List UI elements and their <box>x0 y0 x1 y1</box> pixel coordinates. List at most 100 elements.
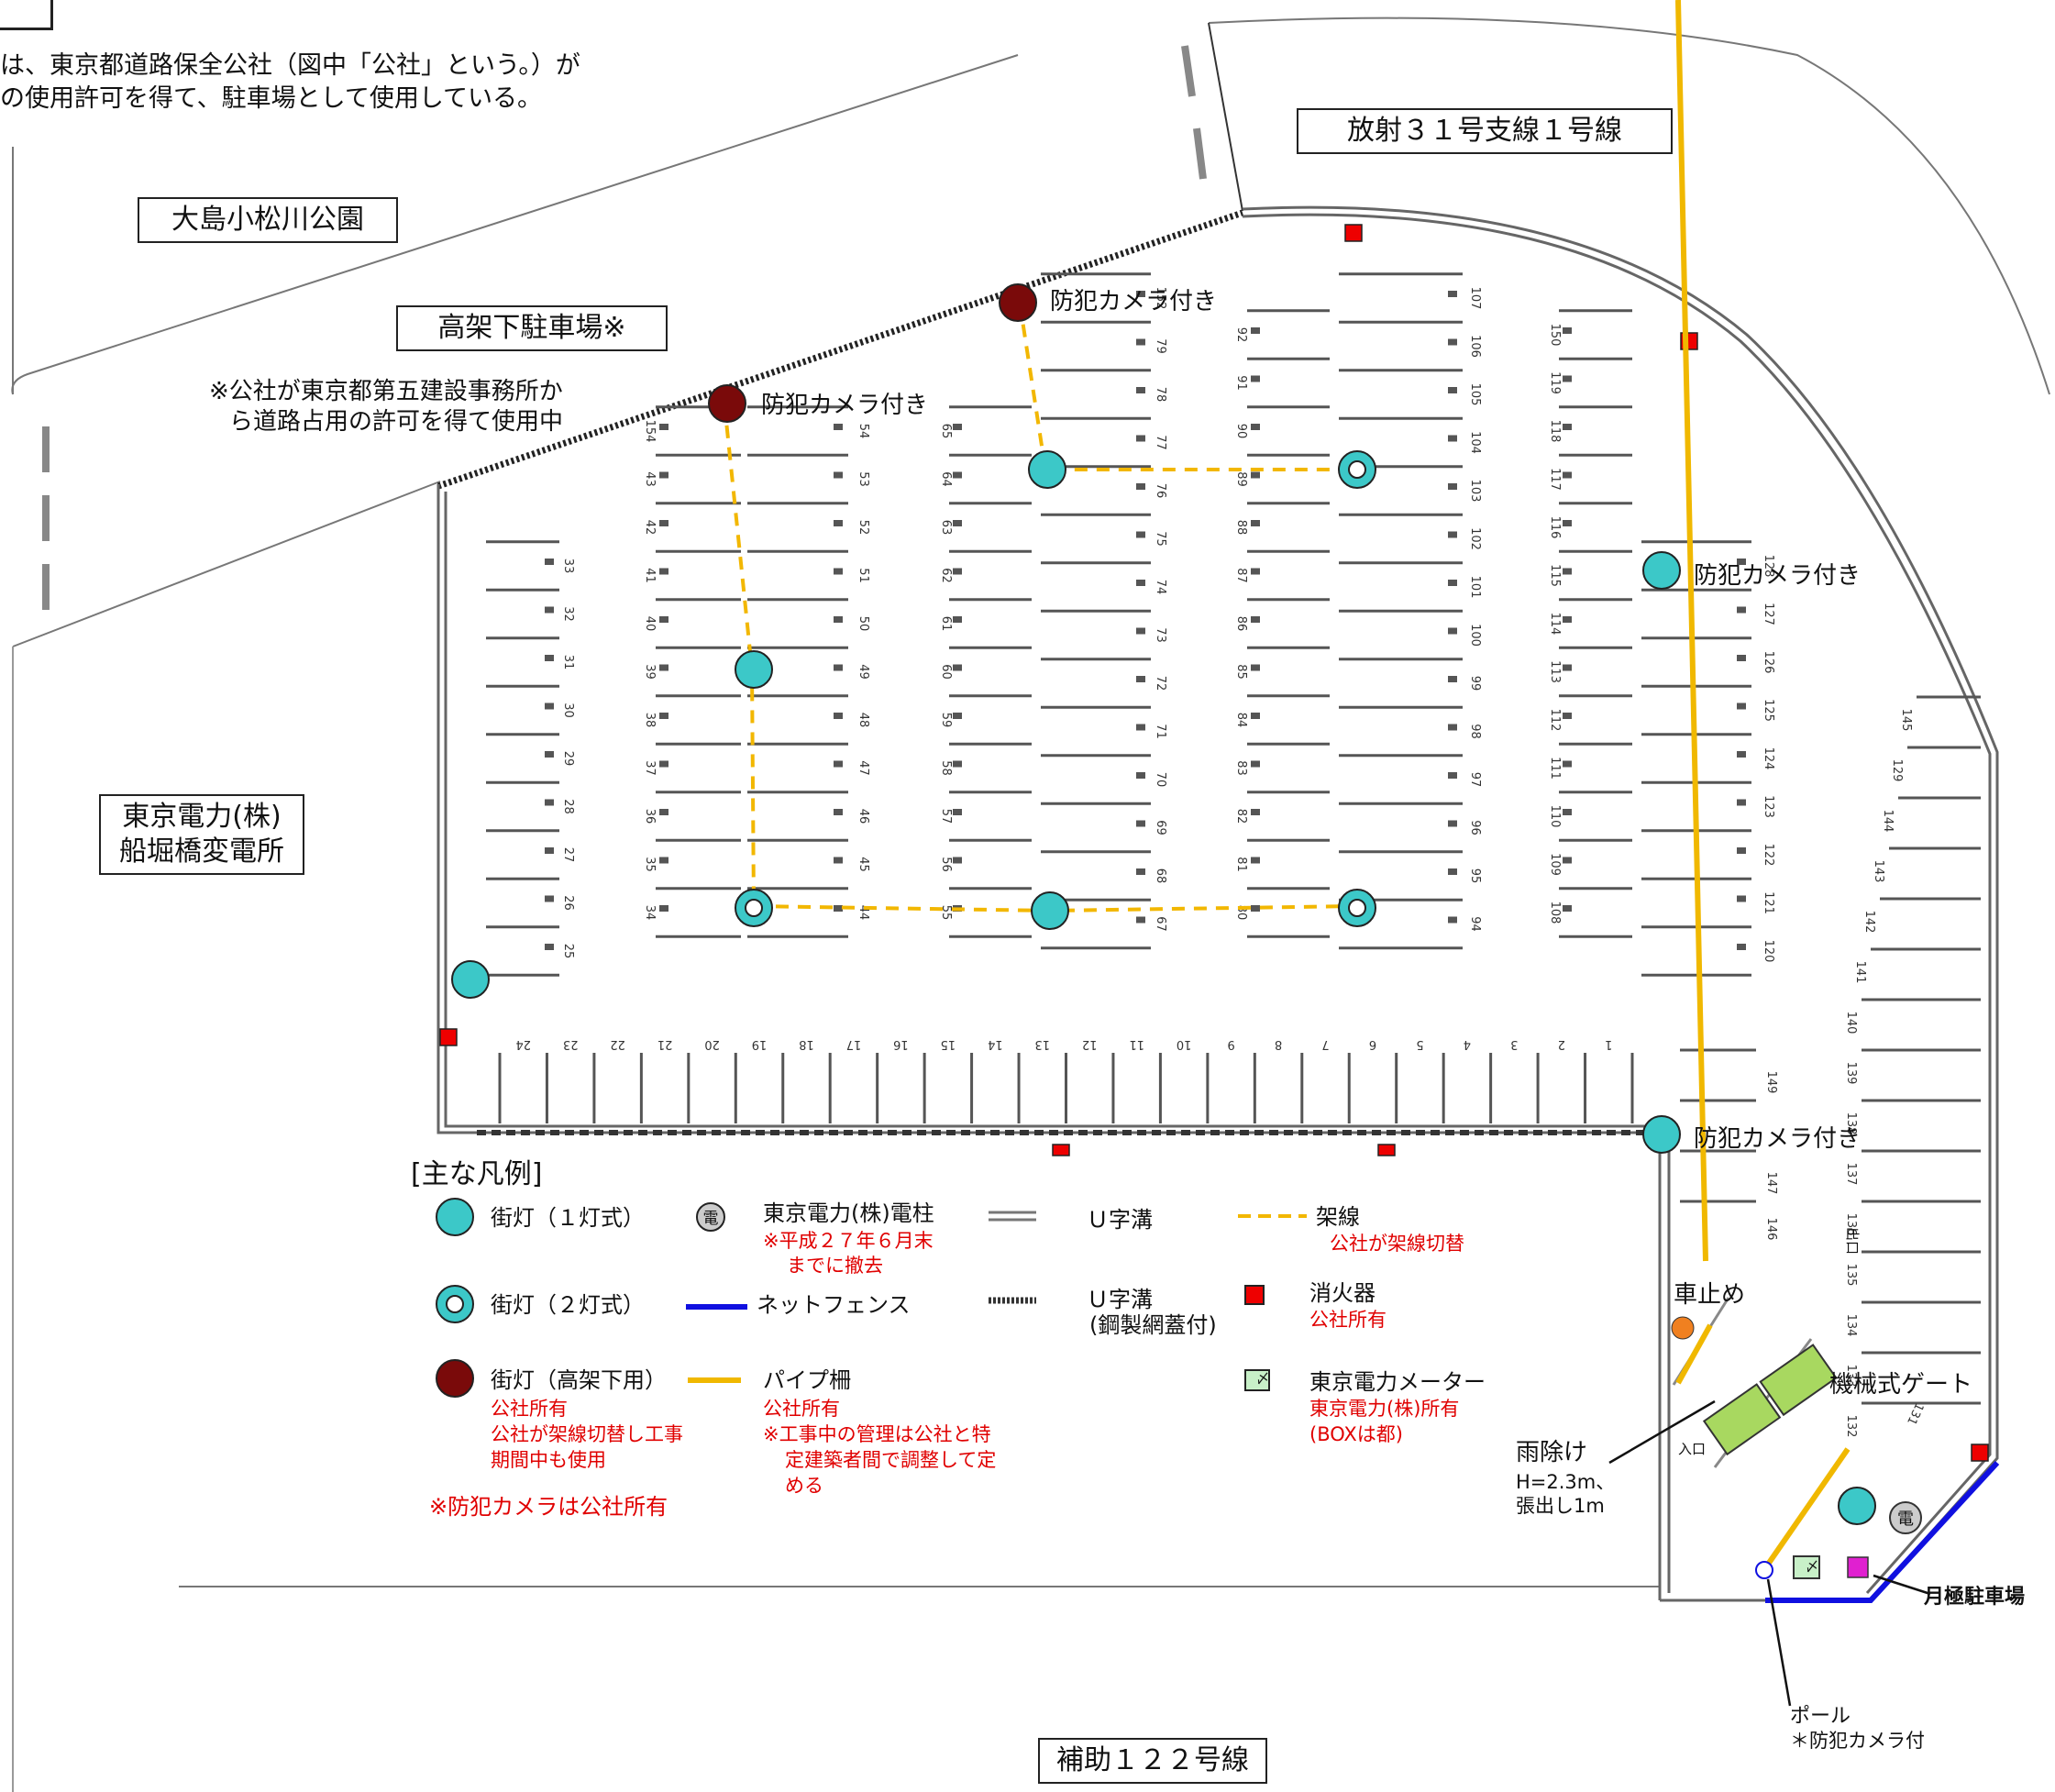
stall-number: 83 <box>1234 760 1248 776</box>
wheel-stopper <box>1251 760 1260 768</box>
wheel-stopper <box>1448 291 1457 297</box>
stall-number: 46 <box>856 809 870 824</box>
stall-number: 132 <box>1844 1415 1858 1438</box>
stall-number: 96 <box>1468 820 1482 835</box>
stall-number: 19 <box>752 1037 768 1051</box>
wheel-stopper <box>1563 664 1572 671</box>
stall-number: 94 <box>1468 916 1482 932</box>
wheel-stopper <box>1448 820 1457 827</box>
stall-number: 91 <box>1234 375 1248 391</box>
stall-number: 146 <box>1764 1218 1778 1241</box>
viaduct-note-line1: ※公社が東京都第五建設事務所か <box>209 378 563 405</box>
lamp-1 <box>451 960 490 999</box>
wheel-stopper <box>1448 676 1457 682</box>
wheel-stopper <box>1563 327 1572 334</box>
stall-number: 30 <box>561 702 575 718</box>
stall-number: 59 <box>939 713 953 728</box>
stall-number: 144 <box>1881 810 1895 833</box>
stall-numbers: 3332313029282726251544342414039383736353… <box>515 287 1926 1438</box>
wheel-stopper <box>953 760 962 768</box>
stall-number: 2 <box>1558 1037 1565 1051</box>
stall-number: 12 <box>1082 1037 1098 1051</box>
stall-number: 45 <box>856 857 870 872</box>
stall-number: 18 <box>799 1037 814 1051</box>
lamp-3 <box>1028 450 1066 489</box>
gate-area <box>1608 0 1931 1707</box>
stall-number: 3 <box>1510 1037 1518 1051</box>
wheel-stopper <box>1251 471 1260 479</box>
stall-number: 73 <box>1154 627 1167 643</box>
viaduct-lamp-2 <box>999 283 1037 322</box>
wheel-stopper <box>545 559 554 565</box>
stall-number: 118 <box>1548 420 1562 443</box>
stall-number: 115 <box>1548 564 1562 587</box>
stall-number: 79 <box>1154 338 1167 354</box>
wheel-stopper <box>1563 568 1572 575</box>
stall-number: 69 <box>1154 820 1167 835</box>
stall-number: 28 <box>561 799 575 814</box>
stall-number: 86 <box>1234 616 1248 632</box>
stall-number: 20 <box>704 1037 720 1051</box>
stall-number: 117 <box>1548 468 1562 491</box>
legend-pipe-note1: 公社所有 <box>763 1398 840 1420</box>
wheel-stopper <box>545 655 554 661</box>
stall-number: 64 <box>939 471 953 487</box>
wheel-stopper <box>1251 568 1260 575</box>
wheel-stopper <box>659 471 668 479</box>
stall-number: 123 <box>1762 795 1775 818</box>
wheel-stoppers <box>545 291 1746 950</box>
wheel-stopper <box>1136 483 1145 490</box>
wheel-stopper <box>953 664 962 671</box>
legend-meter: 東京電力メーター <box>1309 1369 1486 1395</box>
stall-number: 89 <box>1234 471 1248 487</box>
substation-label: 東京電力(株) 船堀橋変電所 <box>99 794 304 875</box>
wheel-stopper <box>659 424 668 430</box>
wheel-stopper <box>1448 580 1457 586</box>
lamp-7 <box>1838 1487 1876 1525</box>
stall-number: 68 <box>1154 868 1167 884</box>
wheel-stopper <box>1251 857 1260 864</box>
stall-number: 88 <box>1234 520 1248 536</box>
stall-number: 100 <box>1468 624 1482 647</box>
fire-extinguishers <box>439 224 1989 1462</box>
stall-number: 6 <box>1369 1037 1376 1051</box>
site-boundary <box>11 17 2050 1792</box>
wheel-stopper <box>545 799 554 806</box>
stall-number: 142 <box>1862 911 1876 934</box>
wheel-stopper <box>1136 387 1145 393</box>
stall-number: 98 <box>1468 724 1482 739</box>
legend-title: [主な凡例] <box>411 1158 543 1190</box>
stall-number: 87 <box>1234 568 1248 583</box>
wheel-stopper <box>1251 375 1260 382</box>
wheel-stopper <box>834 664 843 671</box>
wheel-stopper <box>1251 327 1260 334</box>
meter-box <box>1793 1555 1820 1579</box>
stall-number: 125 <box>1762 699 1775 722</box>
magenta-box <box>1847 1556 1869 1578</box>
wheel-stopper <box>1448 772 1457 779</box>
wheel-stopper <box>545 606 554 614</box>
stall-number: 57 <box>939 809 953 824</box>
stall-number: 58 <box>939 760 953 776</box>
substation-line1: 東京電力(株) <box>122 801 282 833</box>
wheel-stopper <box>1448 483 1457 490</box>
wheel-stopper <box>545 847 554 854</box>
canopy-overhang: 張出し1m <box>1516 1495 1605 1517</box>
wheel-stopper <box>659 905 668 912</box>
stall-number: 26 <box>561 895 575 911</box>
legend-lamp-viaduct-note3: 期間中も使用 <box>491 1449 606 1471</box>
wheel-stopper <box>1448 338 1457 346</box>
wheel-stopper <box>1251 520 1260 526</box>
wheel-stopper <box>1251 424 1260 430</box>
wheel-stopper <box>545 702 554 710</box>
parking-stalls <box>486 272 1981 1405</box>
monthly-label: 月極駐車場 <box>1924 1586 2026 1609</box>
stall-number: 141 <box>1853 961 1867 984</box>
stall-number: 126 <box>1762 651 1775 674</box>
legend-symbols <box>436 1198 1307 1398</box>
lamp-5 <box>1642 551 1681 590</box>
stall-number: 90 <box>1234 424 1248 439</box>
stall-number: 27 <box>561 847 575 863</box>
lamp-2 <box>735 650 773 689</box>
exit-label: 出口 <box>1844 1226 1862 1256</box>
